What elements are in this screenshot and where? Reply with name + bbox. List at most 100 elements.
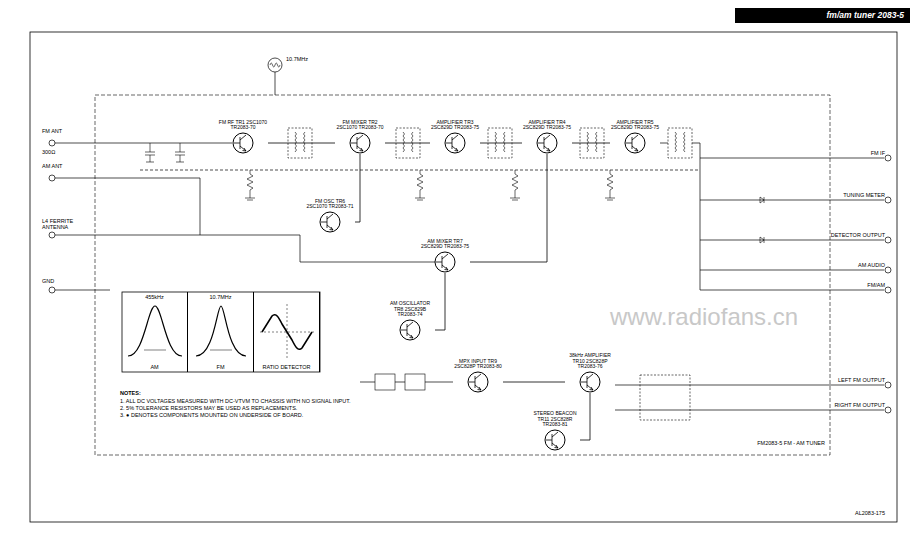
transistor-node: MPX INPUT TR9 2SC828P TR2083-80 — [453, 359, 503, 394]
signal-wire — [385, 143, 430, 144]
transistor-body — [435, 252, 455, 272]
signal-wire — [268, 143, 335, 144]
label-text: 2. 5% TOLERANCE RESISTORS MAY BE USED AS… — [120, 405, 297, 411]
transistor-body — [545, 430, 565, 450]
resistors — [145, 143, 764, 243]
waveform-panel: RATIO DETECTOR — [254, 292, 320, 372]
transistor-symbol — [467, 371, 489, 393]
transistor-leads — [446, 135, 458, 151]
waveform-label: 10.7MHz — [208, 294, 232, 300]
transistor-node: AM OSCILLATOR TR8 2SC829B TR2083-74 — [385, 301, 435, 341]
transistor-symbol — [232, 132, 254, 154]
transistor-body — [445, 133, 465, 153]
transistor-leads — [401, 322, 413, 338]
waveform-curve — [254, 292, 320, 372]
transistor-node: AM MIXER TR7 2SC829D TR2083-75 — [420, 239, 470, 274]
label-text: AM ANT — [42, 163, 62, 169]
signal-wire — [503, 382, 565, 383]
signal-wire — [435, 273, 445, 330]
transistor-label: 38kHz AMPLIFIER TR10 2SC828P TR2083-76 — [565, 353, 615, 370]
header-bar — [735, 8, 910, 23]
wires — [55, 72, 884, 410]
waveform-curve — [188, 292, 254, 372]
label-text: TUNING METER — [843, 192, 885, 198]
board-outline — [95, 95, 830, 455]
transistor-label: FM MIXER TR2 2SC1070 TR2083-70 — [335, 120, 385, 132]
transistor-symbol — [624, 132, 646, 154]
transistor-label: AMPLIFIER TR4 2SC829D TR2083-75 — [522, 120, 572, 132]
if-transformers — [288, 128, 692, 420]
label-text: 3. ● DENOTES COMPONENTS MOUNTED ON UNDER… — [120, 412, 303, 418]
waveform-curve — [122, 292, 188, 372]
label-text: 10.7MHz — [286, 56, 308, 62]
transistor-node: FM RF TR1 2SC1070 TR2083-70 — [218, 120, 268, 155]
axis-line — [260, 304, 314, 360]
transistor-symbol — [399, 319, 421, 341]
transistor-node: AMPLIFIER TR4 2SC829D TR2083-75 — [522, 120, 572, 155]
response-curve — [196, 306, 246, 356]
transistor-node: FM MIXER TR2 2SC1070 TR2083-70 — [335, 120, 385, 155]
signal-wire — [355, 154, 360, 222]
transistor-body — [350, 133, 370, 153]
transistor-label: AM OSCILLATOR TR8 2SC829B TR2083-74 — [385, 301, 435, 318]
waveform-box — [122, 292, 320, 372]
transistor-symbol — [579, 371, 601, 393]
bandwidth-mark — [210, 350, 232, 351]
transistor-leads — [581, 374, 593, 390]
waveform-label: 455kHz — [144, 294, 165, 300]
transistor-node: 38kHz AMPLIFIER TR10 2SC828P TR2083-76 — [565, 353, 615, 393]
waveform-label: RATIO DETECTOR — [261, 364, 311, 370]
transistor-node: AMPLIFIER TR3 2SC829D TR2083-75 — [430, 120, 480, 155]
label-text: FM ANT — [42, 128, 62, 134]
transistor-leads — [321, 214, 333, 230]
transistor-body — [320, 212, 340, 232]
transistor-body — [625, 133, 645, 153]
label-text: FM IF — [871, 150, 885, 156]
label-text: 300Ω — [42, 149, 55, 155]
transistor-label: AMPLIFIER TR5 2SC829D TR2083-75 — [610, 120, 660, 132]
transistor-body — [233, 133, 253, 153]
waveform-panel: 455kHzAM — [122, 292, 188, 372]
transistor-leads — [546, 432, 558, 448]
transistor-label: AM MIXER TR7 2SC829D TR2083-75 — [420, 239, 470, 251]
transistor-label: MPX INPUT TR9 2SC828P TR2083-80 — [453, 359, 503, 371]
transistor-body — [468, 372, 488, 392]
transistor-label: STEREO BEACON TR11 2SC828R TR2083-81 — [530, 411, 580, 428]
waveform-label: FM — [216, 364, 226, 370]
transistor-body — [537, 133, 557, 153]
transistor-body — [580, 372, 600, 392]
transistor-leads — [469, 374, 481, 390]
header-title: fm/am tuner 2083-5 — [735, 8, 910, 23]
label-text: RIGHT FM OUTPUT — [834, 402, 885, 408]
transistor-node: FM OSC TR6 2SC1070 TR2083-71 — [305, 199, 355, 234]
signal-wire — [572, 143, 610, 144]
transistor-label: AMPLIFIER TR3 2SC829D TR2083-75 — [430, 120, 480, 132]
transistor-leads — [436, 254, 448, 270]
transistor-symbol — [444, 132, 466, 154]
transistor-node: AMPLIFIER TR5 2SC829D TR2083-75 — [610, 120, 660, 155]
transistor-leads — [234, 135, 246, 151]
transistor-label: FM RF TR1 2SC1070 TR2083-70 — [218, 120, 268, 132]
signal-wire — [470, 154, 547, 262]
transistor-leads — [626, 135, 638, 151]
transistor-symbol — [349, 132, 371, 154]
watermark: www.radiofans.cn — [610, 303, 798, 331]
label-text: 1. ALL DC VOLTAGES MEASURED WITH DC-VTVM… — [120, 398, 351, 404]
transistor-symbol — [544, 429, 566, 451]
transistor-label: FM OSC TR6 2SC1070 TR2083-71 — [305, 199, 355, 211]
label-text: NOTES: — [120, 390, 141, 396]
response-curve — [262, 315, 312, 350]
label-text: FM/AM — [867, 282, 885, 288]
transistor-leads — [538, 135, 550, 151]
bandwidth-mark — [144, 350, 166, 351]
waveform-label: AM — [149, 364, 159, 370]
label-text: DETECTOR OUTPUT — [831, 232, 885, 238]
test-point — [268, 58, 282, 72]
label-text: AM AUDIO — [858, 262, 885, 268]
response-curve — [128, 306, 182, 356]
signal-wire — [580, 393, 590, 440]
